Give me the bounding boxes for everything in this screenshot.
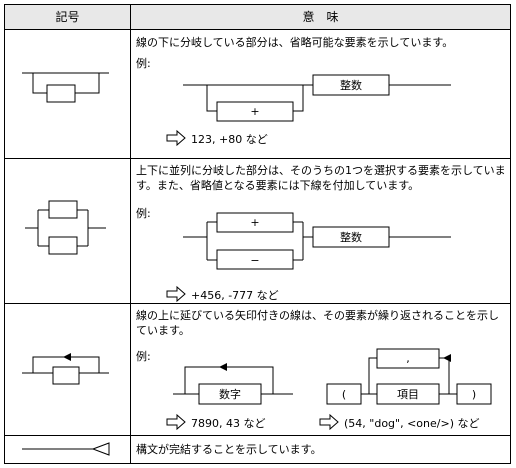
row3-example-result: 7890, 43 など: [191, 417, 266, 430]
row2-box-plus: +: [250, 216, 259, 229]
row3-arrow-icon-2: [319, 413, 339, 431]
syntax-notation-table: 記号 意 味 線の下に分岐している部分は、省略可能な要素を示しています。 例: …: [4, 4, 511, 464]
row-divider: [5, 158, 510, 159]
row2-description: 上下に並列に分岐した部分は、そのうちの1つを選択する要素を示しています。また、省…: [136, 164, 506, 192]
row1-example-result: 123, +80 など: [191, 133, 268, 146]
row3-items-repeat-arrow-icon: [443, 354, 451, 362]
column-divider: [130, 5, 131, 463]
row3-box-comma: ,: [406, 352, 410, 365]
table-header: 記号 意 味: [5, 5, 510, 30]
row3-box-digits: 数字: [219, 387, 241, 401]
optional-branch-symbol: [22, 72, 109, 103]
row3-example-label: 例:: [136, 350, 151, 363]
header-meaning: 意 味: [302, 10, 339, 24]
end-of-syntax-symbol: [22, 442, 110, 456]
row3-box-open-paren: (: [342, 388, 346, 401]
row2-example-diagram: [183, 212, 451, 270]
row1-arrow-icon: [166, 129, 186, 147]
row3-example-result-2: (54, "dog", <one/>) など: [344, 417, 480, 430]
choice-branch-symbol: [25, 200, 106, 255]
repeat-branch-symbol: [22, 356, 109, 385]
row2-example-result: +456, -777 など: [191, 289, 279, 302]
row1-example-label: 例:: [136, 57, 151, 70]
row3-box-item: 項目: [397, 388, 419, 401]
row-divider: [5, 435, 510, 436]
row1-description: 線の下に分岐している部分は、省略可能な要素を示しています。: [136, 36, 454, 49]
row3-box-close-paren: ): [472, 388, 476, 401]
row-divider: [5, 303, 510, 304]
row3-description: 線の上に延びている矢印付きの線は、その要素が繰り返されることを示しています。: [136, 309, 499, 337]
row3-example-diagram-items: [326, 348, 492, 405]
repeat-arrow-icon: [63, 353, 71, 361]
header-symbol: 記号: [55, 10, 80, 24]
row3-repeat-arrow-icon: [219, 363, 227, 371]
row1-box-plus: +: [250, 105, 259, 118]
row2-box-integer: 整数: [340, 230, 362, 244]
row2-arrow-icon: [166, 285, 186, 303]
row3-arrow-icon: [166, 413, 186, 431]
row1-diagrams: + 整数: [22, 72, 492, 456]
row4-description: 構文が完結することを示しています。: [136, 443, 322, 456]
row1-example-diagram: [183, 74, 451, 122]
row2-example-label: 例:: [136, 207, 151, 220]
row2-box-minus: −: [250, 254, 259, 267]
row1-box-integer: 整数: [340, 78, 362, 92]
row3-example-diagram-digits: [173, 366, 293, 405]
